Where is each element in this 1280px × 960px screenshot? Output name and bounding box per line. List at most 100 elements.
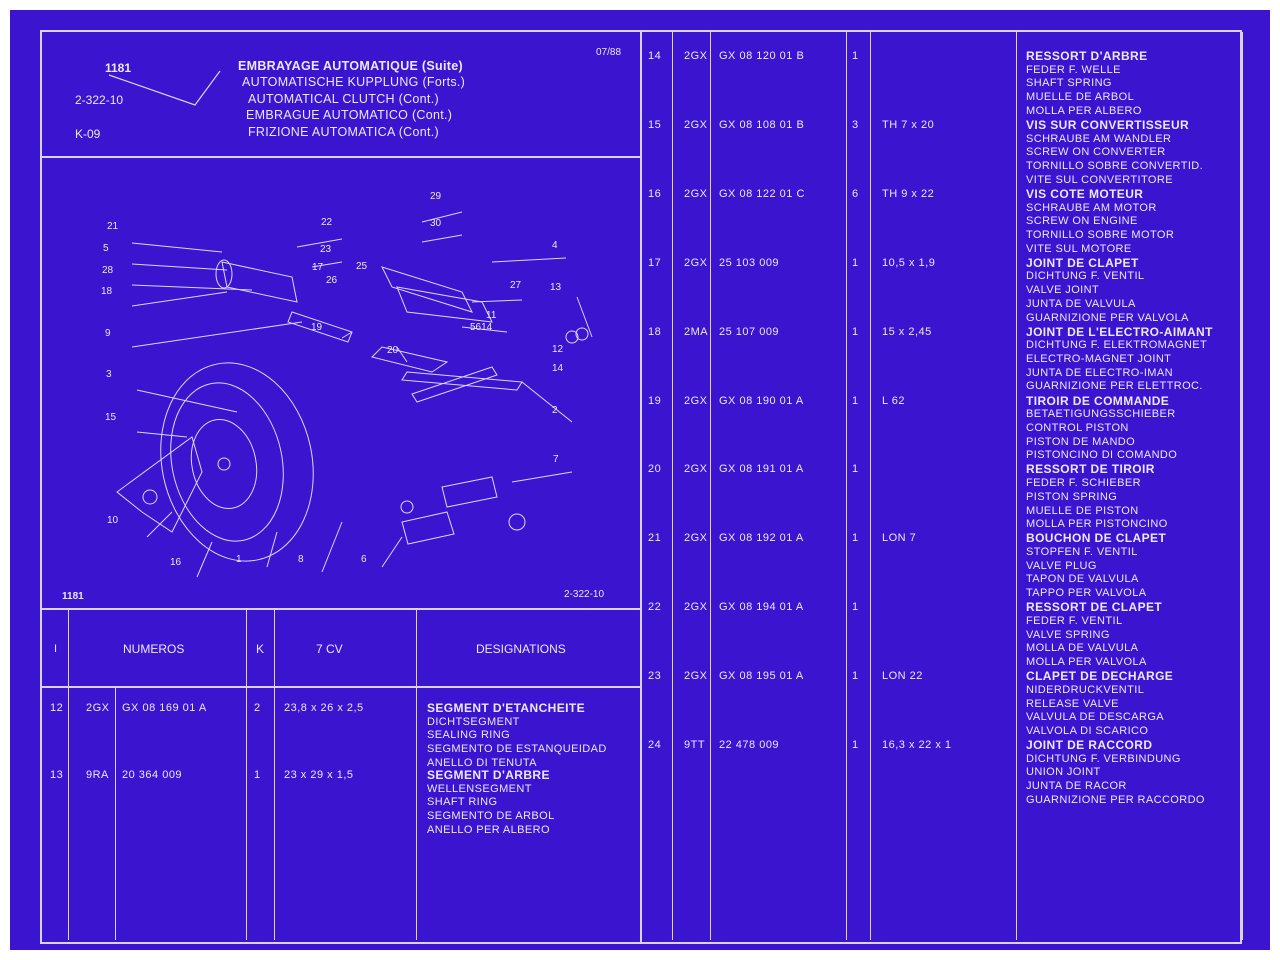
row-k: 1: [852, 394, 859, 407]
left-col-rule: [246, 610, 247, 940]
designation-translation: UNION JOINT: [1026, 766, 1101, 779]
callout-number: 18: [101, 286, 113, 297]
row-spec: TH 7 x 20: [882, 118, 935, 131]
row-index: 14: [648, 50, 662, 62]
callout-number: 6: [361, 554, 367, 565]
designation-translation: VALVULA DE DESCARGA: [1026, 711, 1165, 724]
designation-translation: STOPFEN F. VENTIL: [1026, 546, 1138, 558]
callout-number: 16: [170, 557, 182, 568]
row-spec: 23 x 29 x 1,5: [284, 769, 354, 781]
header-pointer-line: [108, 70, 221, 106]
right-col-rule: [710, 32, 711, 940]
diagram-code-right: 2-322-10: [564, 589, 605, 600]
row-k: 1: [852, 325, 859, 338]
designation-translation: SHAFT SPRING: [1026, 77, 1112, 90]
callout-number: 5: [103, 243, 109, 254]
callout-number: 7: [553, 454, 559, 465]
col-designations-header: DESIGNATIONS: [476, 642, 566, 656]
designation-translation: WELLENSEGMENT: [427, 782, 532, 795]
designation-translation: VITE SUL MOTORE: [1026, 242, 1132, 255]
row-k: 1: [852, 463, 859, 476]
right-col-rule: [870, 32, 871, 940]
designation-translation: GUARNIZIONE PER VALVOLA: [1026, 311, 1189, 324]
designation-translation: PISTON SPRING: [1026, 490, 1118, 503]
designation-translation: RELEASE VALVE: [1026, 697, 1119, 710]
row-k: 3: [852, 118, 859, 131]
designation-translation: VALVOLA DI SCARICO: [1026, 724, 1149, 737]
right-col-rule: [846, 32, 847, 940]
designation-translation: FEDER F. WELLE: [1026, 63, 1121, 76]
row-number: GX 08 190 01 A: [719, 394, 804, 407]
callout-number: 9: [105, 328, 111, 339]
row-prefix: 2GX: [684, 463, 708, 476]
callout-number: 29: [430, 191, 442, 202]
row-index: 13: [50, 769, 64, 781]
callout-number: 5614: [470, 322, 493, 333]
designation-translation: GUARNIZIONE PER RACCORDO: [1026, 793, 1205, 806]
designation-translation: ANELLO DI TENUTA: [427, 756, 537, 769]
designation-translation: JUNTA DE RACOR: [1026, 780, 1127, 793]
row-prefix: 2GX: [684, 394, 708, 407]
designation-translation: VALVE SPRING: [1026, 628, 1110, 641]
designation-title: VIS COTE MOTEUR: [1026, 186, 1144, 201]
left-col-rule: [416, 610, 417, 940]
table-header-divider: [42, 686, 640, 688]
right-col-rule: [672, 32, 673, 940]
designation-title: JOINT DE RACCORD: [1026, 738, 1153, 752]
designation-translation: SCREW ON ENGINE: [1026, 215, 1138, 228]
designation-translation: SCHRAUBE AM MOTOR: [1026, 201, 1157, 214]
callout-number: 19: [311, 322, 323, 333]
callout-number: 11: [486, 310, 497, 321]
center-divider: [640, 32, 642, 942]
row-spec: 10,5 x 1,9: [882, 256, 936, 269]
catalog-date: 07/88: [596, 47, 622, 58]
row-index: 20: [648, 463, 662, 476]
row-index: 12: [50, 702, 64, 714]
row-number: 20 364 009: [122, 769, 183, 781]
row-k: 1: [852, 601, 859, 614]
title-es: EMBRAGUE AUTOMATICO (Cont.): [246, 108, 453, 122]
designation-translation: JUNTA DE ELECTRO-IMAN: [1026, 366, 1173, 379]
designation-title: SEGMENT D'ETANCHEITE: [427, 701, 585, 715]
designation-translation: GUARNIZIONE PER ELETTROC.: [1026, 380, 1203, 393]
row-spec: LON 22: [882, 670, 923, 683]
designation-translation: TORNILLO SOBRE MOTOR: [1026, 228, 1175, 241]
row-number: 22 478 009: [719, 739, 780, 751]
row-k: 1: [852, 670, 859, 683]
diagram-divider: [42, 608, 640, 610]
header-divider: [42, 156, 640, 158]
designation-translation: SEGMENTO DE ARBOL: [427, 810, 555, 823]
designation-translation: PISTON DE MANDO: [1026, 435, 1136, 448]
designation-translation: FEDER F. SCHIEBER: [1026, 477, 1141, 490]
callout-number: 2: [552, 405, 558, 416]
designation-title: CLAPET DE DECHARGE: [1026, 669, 1174, 684]
row-index: 19: [648, 394, 662, 407]
designation-translation: MOLLA DE VALVULA: [1026, 642, 1139, 655]
callout-number: 21: [107, 221, 119, 232]
row-prefix: 2GX: [684, 670, 708, 683]
callout-number: 8: [298, 554, 304, 565]
callout-number: 23: [320, 244, 332, 255]
designation-translation: MOLLA PER ALBERO: [1026, 104, 1142, 117]
designation-translation: MUELLE DE PISTON: [1026, 504, 1139, 517]
row-k: 1: [254, 769, 261, 781]
row-spec: 15 x 2,45: [882, 325, 932, 338]
designation-translation: DICHTUNG F. VERBINDUNG: [1026, 752, 1181, 765]
row-number: GX 08 122 01 C: [719, 187, 805, 200]
title-it: FRIZIONE AUTOMATICA (Cont.): [248, 125, 439, 139]
callout-number: 3: [106, 369, 112, 380]
designation-translation: DICHTUNG F. ELEKTROMAGNET: [1026, 339, 1208, 352]
designation-translation: BETAETIGUNGSSCHIEBER: [1026, 408, 1176, 421]
callout-number: 26: [326, 275, 338, 286]
callout-number: 25: [356, 261, 368, 272]
row-number: GX 08 120 01 B: [719, 50, 805, 62]
col-numeros-header: NUMEROS: [123, 642, 185, 656]
